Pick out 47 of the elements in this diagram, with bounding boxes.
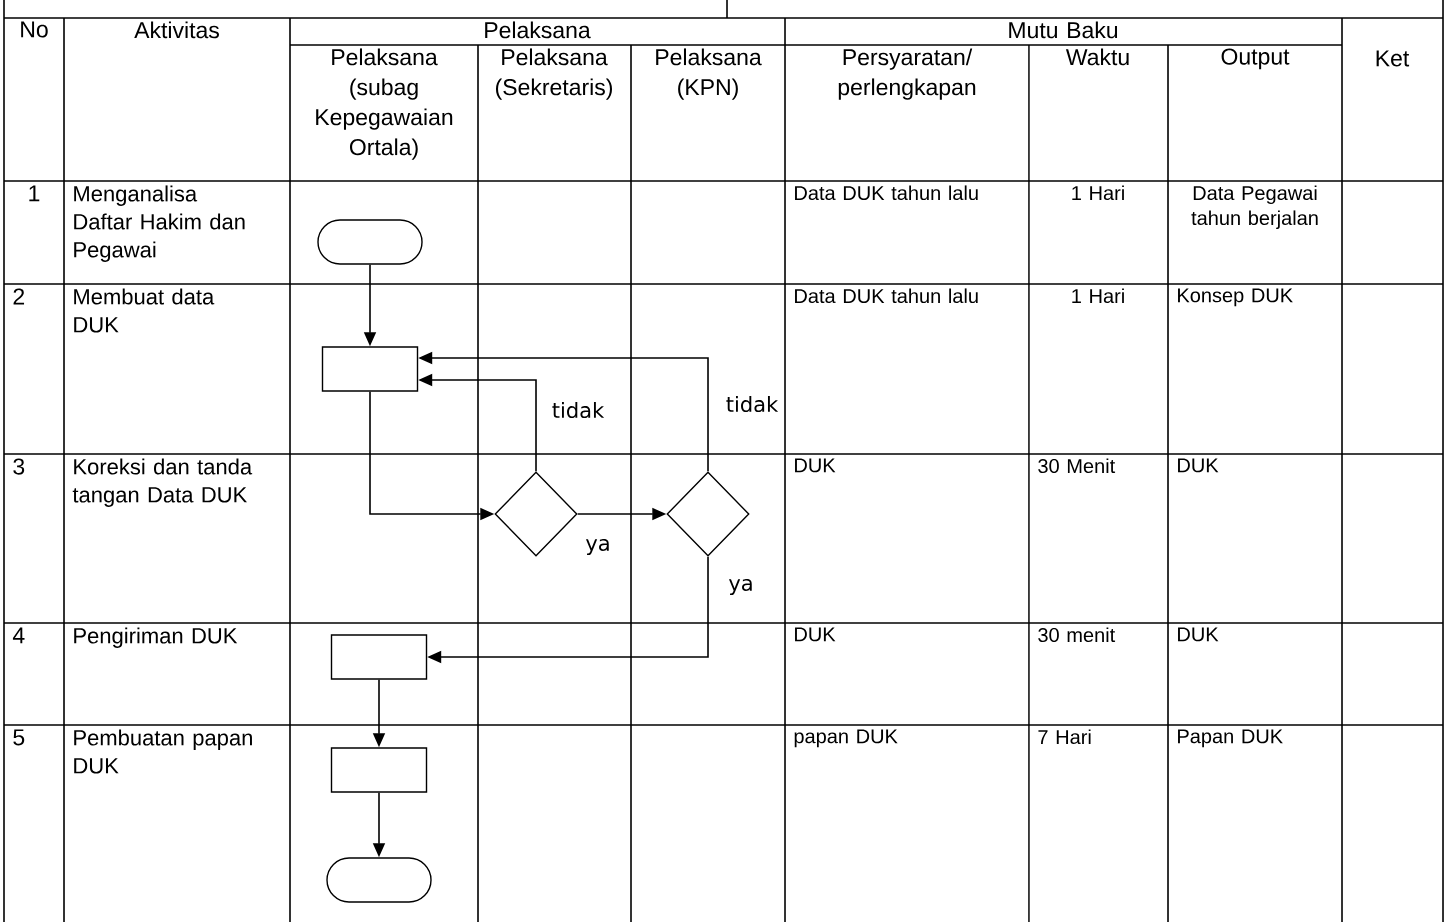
cell-text: Data Pegawai tahun berjalan [1191,185,1318,230]
terminal-shape [326,857,432,903]
row-number: 5 [13,729,25,746]
cell-text: Pembuatan papan DUK [74,729,252,774]
process-box [330,634,428,680]
edge-label: tidak [723,393,781,415]
row-number: 1 [29,185,40,202]
terminal-shape [317,219,423,265]
cell-text: Pengiriman DUK [74,627,238,648]
column-header: Pelaksana (Sekretaris) [496,48,612,100]
column-header: Persyaratan/ perlengkapan [838,48,976,100]
column-header: Mutu Baku [1009,21,1118,39]
cell-text: Menganalisa Daftar Hakim dan Pegawai [74,185,245,262]
cell-text: DUK [1178,627,1219,642]
cell-text: DUK [795,627,836,642]
edge-label: ya [583,536,613,558]
decision-diamond [494,471,578,557]
process-box [321,346,419,392]
column-header: Output [1221,48,1290,70]
column-header: No [21,21,48,38]
cell-text: 7 Hari [1038,729,1091,745]
column-header: Aktivitas [134,21,219,39]
column-header: Ket [1376,50,1410,67]
cell-text: 1 Hari [1072,185,1124,201]
cell-text: 1 Hari [1072,288,1124,304]
cell-text: Membuat data DUK [74,288,215,333]
cell-text: Data DUK tahun lalu [795,288,978,304]
edge-label: tidak [549,399,607,421]
cell-text: 30 menit [1038,627,1116,643]
cell-text: papan DUK [794,729,898,748]
column-header: Pelaksana (subag Kepegawaian Ortala) [316,48,453,160]
decision-diamond [666,471,750,557]
cell-text: DUK [1178,458,1219,473]
row-number: 3 [13,458,25,475]
cell-text: DUK [795,458,836,473]
column-header: Pelaksana (KPN) [656,48,762,100]
edge-label: ya [726,576,756,598]
process-box [330,747,428,793]
row-number: 2 [13,288,25,305]
row-number: 4 [12,627,25,644]
cell-text: Konsep DUK [1178,288,1293,307]
column-header: Pelaksana [485,21,591,39]
cell-text: Papan DUK [1178,729,1283,748]
cell-text: Koreksi dan tanda tangan Data DUK [72,458,253,507]
cell-text: Data DUK tahun lalu [795,185,978,201]
column-header: Waktu [1065,48,1129,66]
cell-text: 30 Menit [1038,458,1116,474]
